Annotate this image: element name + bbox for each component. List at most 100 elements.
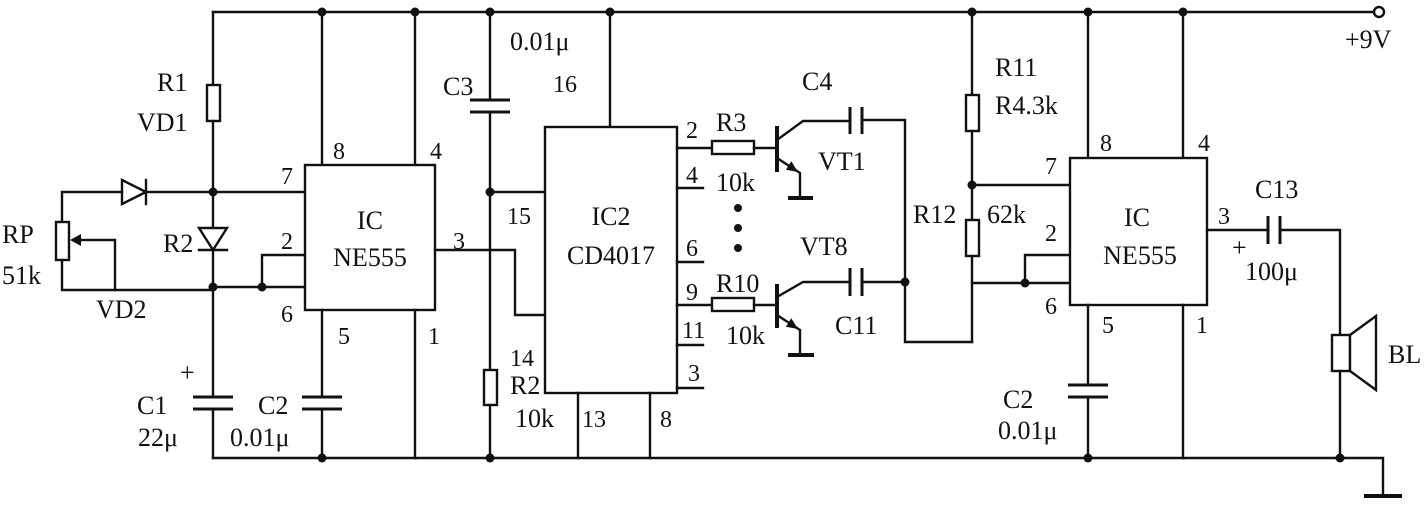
wire-loop-left — [60, 190, 124, 224]
ic1-pin-6: 6 — [281, 302, 293, 328]
label-r2-value: 10k — [515, 404, 554, 433]
junction-dot — [1335, 453, 1345, 463]
label-r11-value: R4.3k — [995, 91, 1058, 120]
ic2-pin-2: 2 — [686, 118, 698, 144]
label-r12: R12 — [913, 200, 956, 229]
junction-dot — [605, 7, 615, 17]
label-c11: C11 — [835, 311, 877, 340]
junction-dot — [485, 187, 495, 197]
ic3-pin-7: 7 — [1045, 154, 1057, 180]
ellipsis-dot-2 — [734, 224, 742, 232]
ic3-pin-1: 1 — [1196, 313, 1208, 339]
ic1-body — [303, 163, 437, 312]
junction-dot — [1083, 7, 1093, 17]
ic2-pin-15: 15 — [507, 204, 531, 230]
wire-vt8-emitter — [775, 313, 802, 357]
label-r11: R11 — [995, 53, 1037, 82]
ic3-pin-4: 4 — [1198, 131, 1210, 157]
junction-dot — [317, 7, 327, 17]
junction-dot — [208, 282, 218, 292]
ic3-body — [1068, 156, 1209, 307]
wire-c13-to-speaker — [1278, 228, 1342, 337]
ic1-pin-4: 4 — [430, 139, 442, 165]
label-c1-polarity: + — [180, 358, 195, 387]
label-c1: C1 — [137, 391, 167, 420]
label-rp: RP — [2, 220, 34, 249]
driver-section: R3 10k C4 VT1 VT8 R10 10k C11 — [710, 67, 974, 357]
ic1-pin-5: 5 — [338, 324, 350, 350]
label-vd1: VD1 — [137, 108, 188, 137]
label-c2-right: C2 — [1003, 385, 1033, 414]
ic3-pin-5: 5 — [1102, 313, 1114, 339]
ic2-pin-14: 14 — [510, 346, 534, 372]
label-r2: R2 — [510, 371, 540, 400]
wire-ic1-pin2 — [260, 253, 307, 289]
label-ic2-part: CD4017 — [567, 241, 655, 270]
resistor-r2 — [482, 368, 499, 407]
junction-dot — [485, 7, 495, 17]
label-c13: C13 — [1255, 175, 1298, 204]
ic2-pin-11: 11 — [682, 318, 705, 344]
wire-vt8-collector — [775, 280, 852, 299]
speaker-magnet — [1330, 333, 1352, 373]
label-vt1: VT1 — [818, 147, 866, 176]
label-vd2: VD2 — [96, 295, 147, 324]
ic2-pin-9: 9 — [686, 280, 698, 306]
ic3-pin-8: 8 — [1100, 131, 1112, 157]
potentiometer-rp — [54, 220, 71, 262]
label-r10: R10 — [716, 269, 759, 298]
label-c13-value: 100μ — [1245, 257, 1298, 286]
label-ic1-ref: IC — [357, 206, 383, 235]
tone-timer-section: R11 R4.3k R12 62k IC NE555 7 8 4 2 6 5 1… — [913, 10, 1421, 460]
junction-dots — [208, 7, 1345, 463]
wire-vt1-collector — [775, 119, 852, 142]
resistor-r3 — [710, 139, 756, 156]
label-c2-right-value: 0.01μ — [998, 416, 1057, 445]
ic2-pin-13: 13 — [582, 407, 606, 433]
resistor-r11 — [964, 93, 981, 133]
label-ic2-ref: IC2 — [592, 202, 631, 231]
resistor-r10 — [710, 296, 756, 313]
junction-dot — [410, 7, 420, 17]
label-rp-value: 51k — [2, 261, 41, 290]
label-ic1-part: NE555 — [333, 243, 407, 272]
vt1-emitter-arrow-icon — [785, 161, 798, 172]
junction-dot — [967, 180, 977, 190]
label-c1-value: 22μ — [138, 423, 178, 452]
junction-dot — [1020, 278, 1030, 288]
counter-section: C3 0.01μ IC2 CD4017 16 15 2 4 6 9 11 3 1… — [443, 10, 714, 460]
label-r1: R1 — [157, 68, 187, 97]
wire-ic3-pin2 — [1023, 253, 1072, 285]
ic2-pin-8: 8 — [660, 407, 672, 433]
ic1-pin-2: 2 — [281, 229, 293, 255]
left-timer-section: R1 VD1 RP 51k R2 VD2 + C1 22μ C2 0.01μ I… — [2, 10, 547, 460]
label-r10-value: 10k — [726, 321, 765, 350]
label-supply: +9V — [1345, 25, 1392, 54]
ic2-body — [543, 125, 679, 395]
ic3-pin-3: 3 — [1218, 204, 1230, 230]
diode-r2-triangle — [196, 226, 230, 253]
label-ic3-ref: IC — [1124, 203, 1150, 232]
junction-dot — [257, 282, 267, 292]
ic1-pin-7: 7 — [281, 164, 293, 190]
label-c2-left: C2 — [258, 391, 288, 420]
ic3-pin-6: 6 — [1045, 294, 1057, 320]
junction-dot — [1178, 7, 1188, 17]
wire-vt1-emitter — [775, 156, 802, 200]
ic2-pin-16: 16 — [553, 72, 577, 98]
label-speaker: BL — [1388, 340, 1421, 369]
wire-ground-rail — [211, 456, 1385, 498]
resistor-r12 — [964, 218, 981, 258]
ic1-pin-8: 8 — [333, 139, 345, 165]
ellipsis-dot-1 — [734, 204, 742, 212]
label-c3-value: 0.01μ — [510, 27, 569, 56]
junction-dot — [208, 187, 218, 197]
diode-horizontal-triangle — [120, 178, 149, 206]
label-c4: C4 — [802, 67, 832, 96]
junction-dot — [967, 7, 977, 17]
junction-dot — [900, 277, 910, 287]
wire-ic1-pin3-to-clock — [433, 248, 547, 317]
label-c13-polarity: + — [1232, 233, 1247, 262]
ic1-pin-1: 1 — [428, 324, 440, 350]
